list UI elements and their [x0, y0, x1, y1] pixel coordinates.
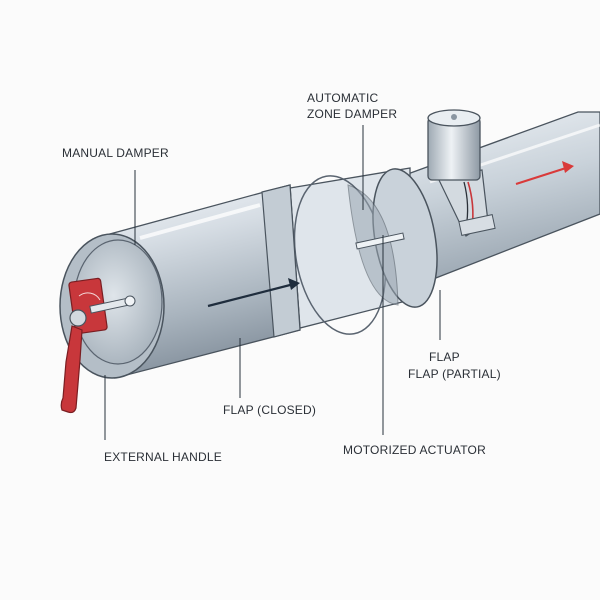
flow-arrow-left-head: [288, 278, 300, 290]
flow-arrow-right: [515, 166, 567, 186]
actuator-mount-plate: [458, 214, 496, 236]
shaft-end-cap: [124, 295, 136, 307]
label-automatic-zone-damper-line1: AUTOMATIC: [307, 91, 379, 105]
flow-arrow-left: [207, 282, 295, 308]
label-flap-closed: FLAP (CLOSED): [223, 403, 317, 417]
actuator-cap-screw: [451, 114, 457, 120]
label-motorized-actuator: MOTORIZED ACTUATOR: [343, 443, 486, 457]
actuator-body: [427, 117, 481, 181]
label-automatic-zone-damper-line2: ZONE DAMPER: [307, 107, 398, 121]
label-flap-partial: FLAP (PARTIAL): [408, 367, 501, 381]
duct-left-highlight: [139, 203, 261, 240]
label-manual-damper: MANUAL DAMPER: [62, 146, 169, 160]
handle-hub: [69, 309, 87, 327]
damper-scale-arc: [78, 292, 101, 301]
flow-arrow-right-head: [562, 161, 574, 173]
label-flap: FLAP: [429, 350, 460, 364]
damper-shaft: [355, 232, 405, 250]
duct-left-band: [261, 184, 301, 338]
label-external-handle: EXTERNAL HANDLE: [104, 450, 222, 464]
external-handle: [60, 325, 83, 414]
